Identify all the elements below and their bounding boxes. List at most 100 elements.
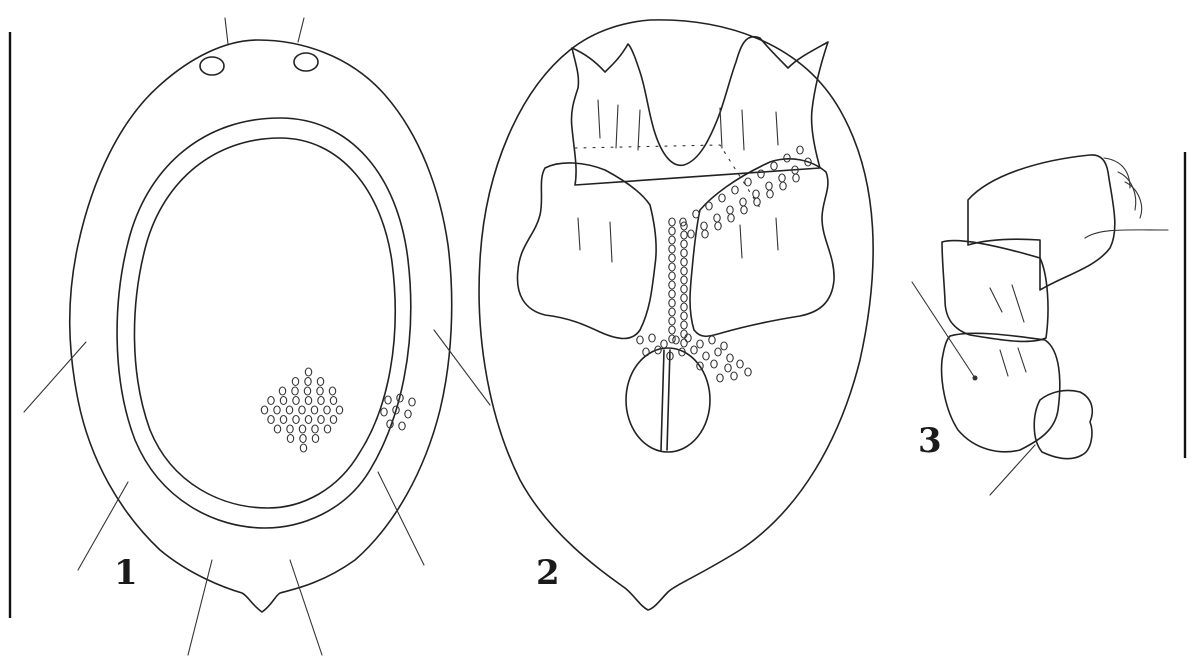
pore: [797, 146, 803, 154]
fig3-femur: [942, 241, 1048, 342]
pore: [305, 368, 311, 376]
pore: [286, 406, 292, 414]
pore: [649, 334, 655, 342]
pore: [399, 422, 405, 430]
fig1-right-eye: [294, 53, 318, 71]
fig1-pore-cluster: [261, 368, 342, 452]
pore: [728, 214, 734, 222]
pore: [780, 182, 786, 190]
fig1-pore-cluster-lateral: [381, 394, 415, 430]
pore: [701, 222, 707, 230]
pore: [409, 398, 415, 406]
pore: [305, 416, 311, 424]
pore: [703, 352, 709, 360]
pore: [293, 397, 299, 405]
pore: [766, 182, 772, 190]
fig3-seta: [912, 282, 975, 378]
pore: [669, 272, 675, 280]
pore: [299, 406, 305, 414]
fig3-claw: [1118, 172, 1136, 210]
pore: [681, 240, 687, 248]
pore: [318, 397, 324, 405]
pore: [287, 425, 293, 433]
fig2-striation: [638, 110, 640, 150]
pore: [754, 198, 760, 206]
fig2-anal-suture: [667, 350, 670, 450]
pore: [745, 178, 751, 186]
fig2-pore-field: [637, 146, 811, 382]
pore: [292, 378, 298, 386]
pore: [330, 416, 336, 424]
pore: [300, 444, 306, 452]
fig1-seta: [378, 472, 424, 565]
pore: [329, 387, 335, 395]
pore: [691, 346, 697, 354]
figure-label-2: 2: [536, 553, 560, 593]
pore: [669, 218, 675, 226]
fig3-seta: [1000, 350, 1008, 376]
fig3-seta-base: [973, 376, 978, 381]
pore: [336, 406, 342, 414]
pore: [697, 340, 703, 348]
fig3-seta: [1085, 230, 1168, 238]
pore: [268, 416, 274, 424]
pore: [317, 387, 323, 395]
pore: [669, 263, 675, 271]
pore: [405, 410, 411, 418]
pore: [715, 222, 721, 230]
pore: [292, 387, 298, 395]
fig3-claw: [1125, 182, 1142, 218]
pore: [381, 408, 387, 416]
pore: [681, 249, 687, 257]
pore: [709, 336, 715, 344]
pore: [717, 374, 723, 382]
fig2-striation: [742, 110, 744, 150]
pore: [318, 416, 324, 424]
pore: [299, 425, 305, 433]
pore: [669, 299, 675, 307]
pore: [669, 317, 675, 325]
pore: [727, 206, 733, 214]
fig1-seta: [24, 342, 86, 412]
pore: [793, 174, 799, 182]
pore: [681, 303, 687, 311]
fig2-striation: [776, 218, 778, 250]
pore: [268, 397, 274, 405]
pore: [312, 425, 318, 433]
figure-3-leg: 3: [912, 155, 1168, 495]
pore: [312, 435, 318, 443]
fig3-seta: [990, 445, 1035, 495]
pore: [688, 230, 694, 238]
pore: [304, 387, 310, 395]
pore: [274, 425, 280, 433]
fig2-striation: [740, 225, 742, 258]
figure-2-ventral-view: 2: [479, 20, 873, 610]
pore: [669, 290, 675, 298]
pore: [305, 397, 311, 405]
pore: [274, 406, 280, 414]
pore: [330, 397, 336, 405]
pore: [673, 336, 679, 344]
fig2-anal-suture: [661, 350, 664, 450]
pore: [681, 258, 687, 266]
fig3-basal-lobe: [1034, 390, 1092, 458]
pore: [637, 336, 643, 344]
fig1-seta: [290, 560, 322, 655]
pore: [740, 198, 746, 206]
fig2-striation: [776, 112, 778, 145]
pore: [669, 254, 675, 262]
fig1-shield-inner: [134, 138, 395, 508]
pore: [385, 396, 391, 404]
pore: [721, 342, 727, 350]
pore: [727, 354, 733, 362]
pore: [324, 406, 330, 414]
pore: [324, 425, 330, 433]
fig2-striation: [598, 100, 600, 138]
pore: [681, 267, 687, 275]
pore: [669, 236, 675, 244]
pore: [693, 210, 699, 218]
pore: [714, 214, 720, 222]
fig2-left-plate: [517, 163, 656, 339]
fig3-seta: [990, 288, 1002, 312]
pore: [287, 435, 293, 443]
